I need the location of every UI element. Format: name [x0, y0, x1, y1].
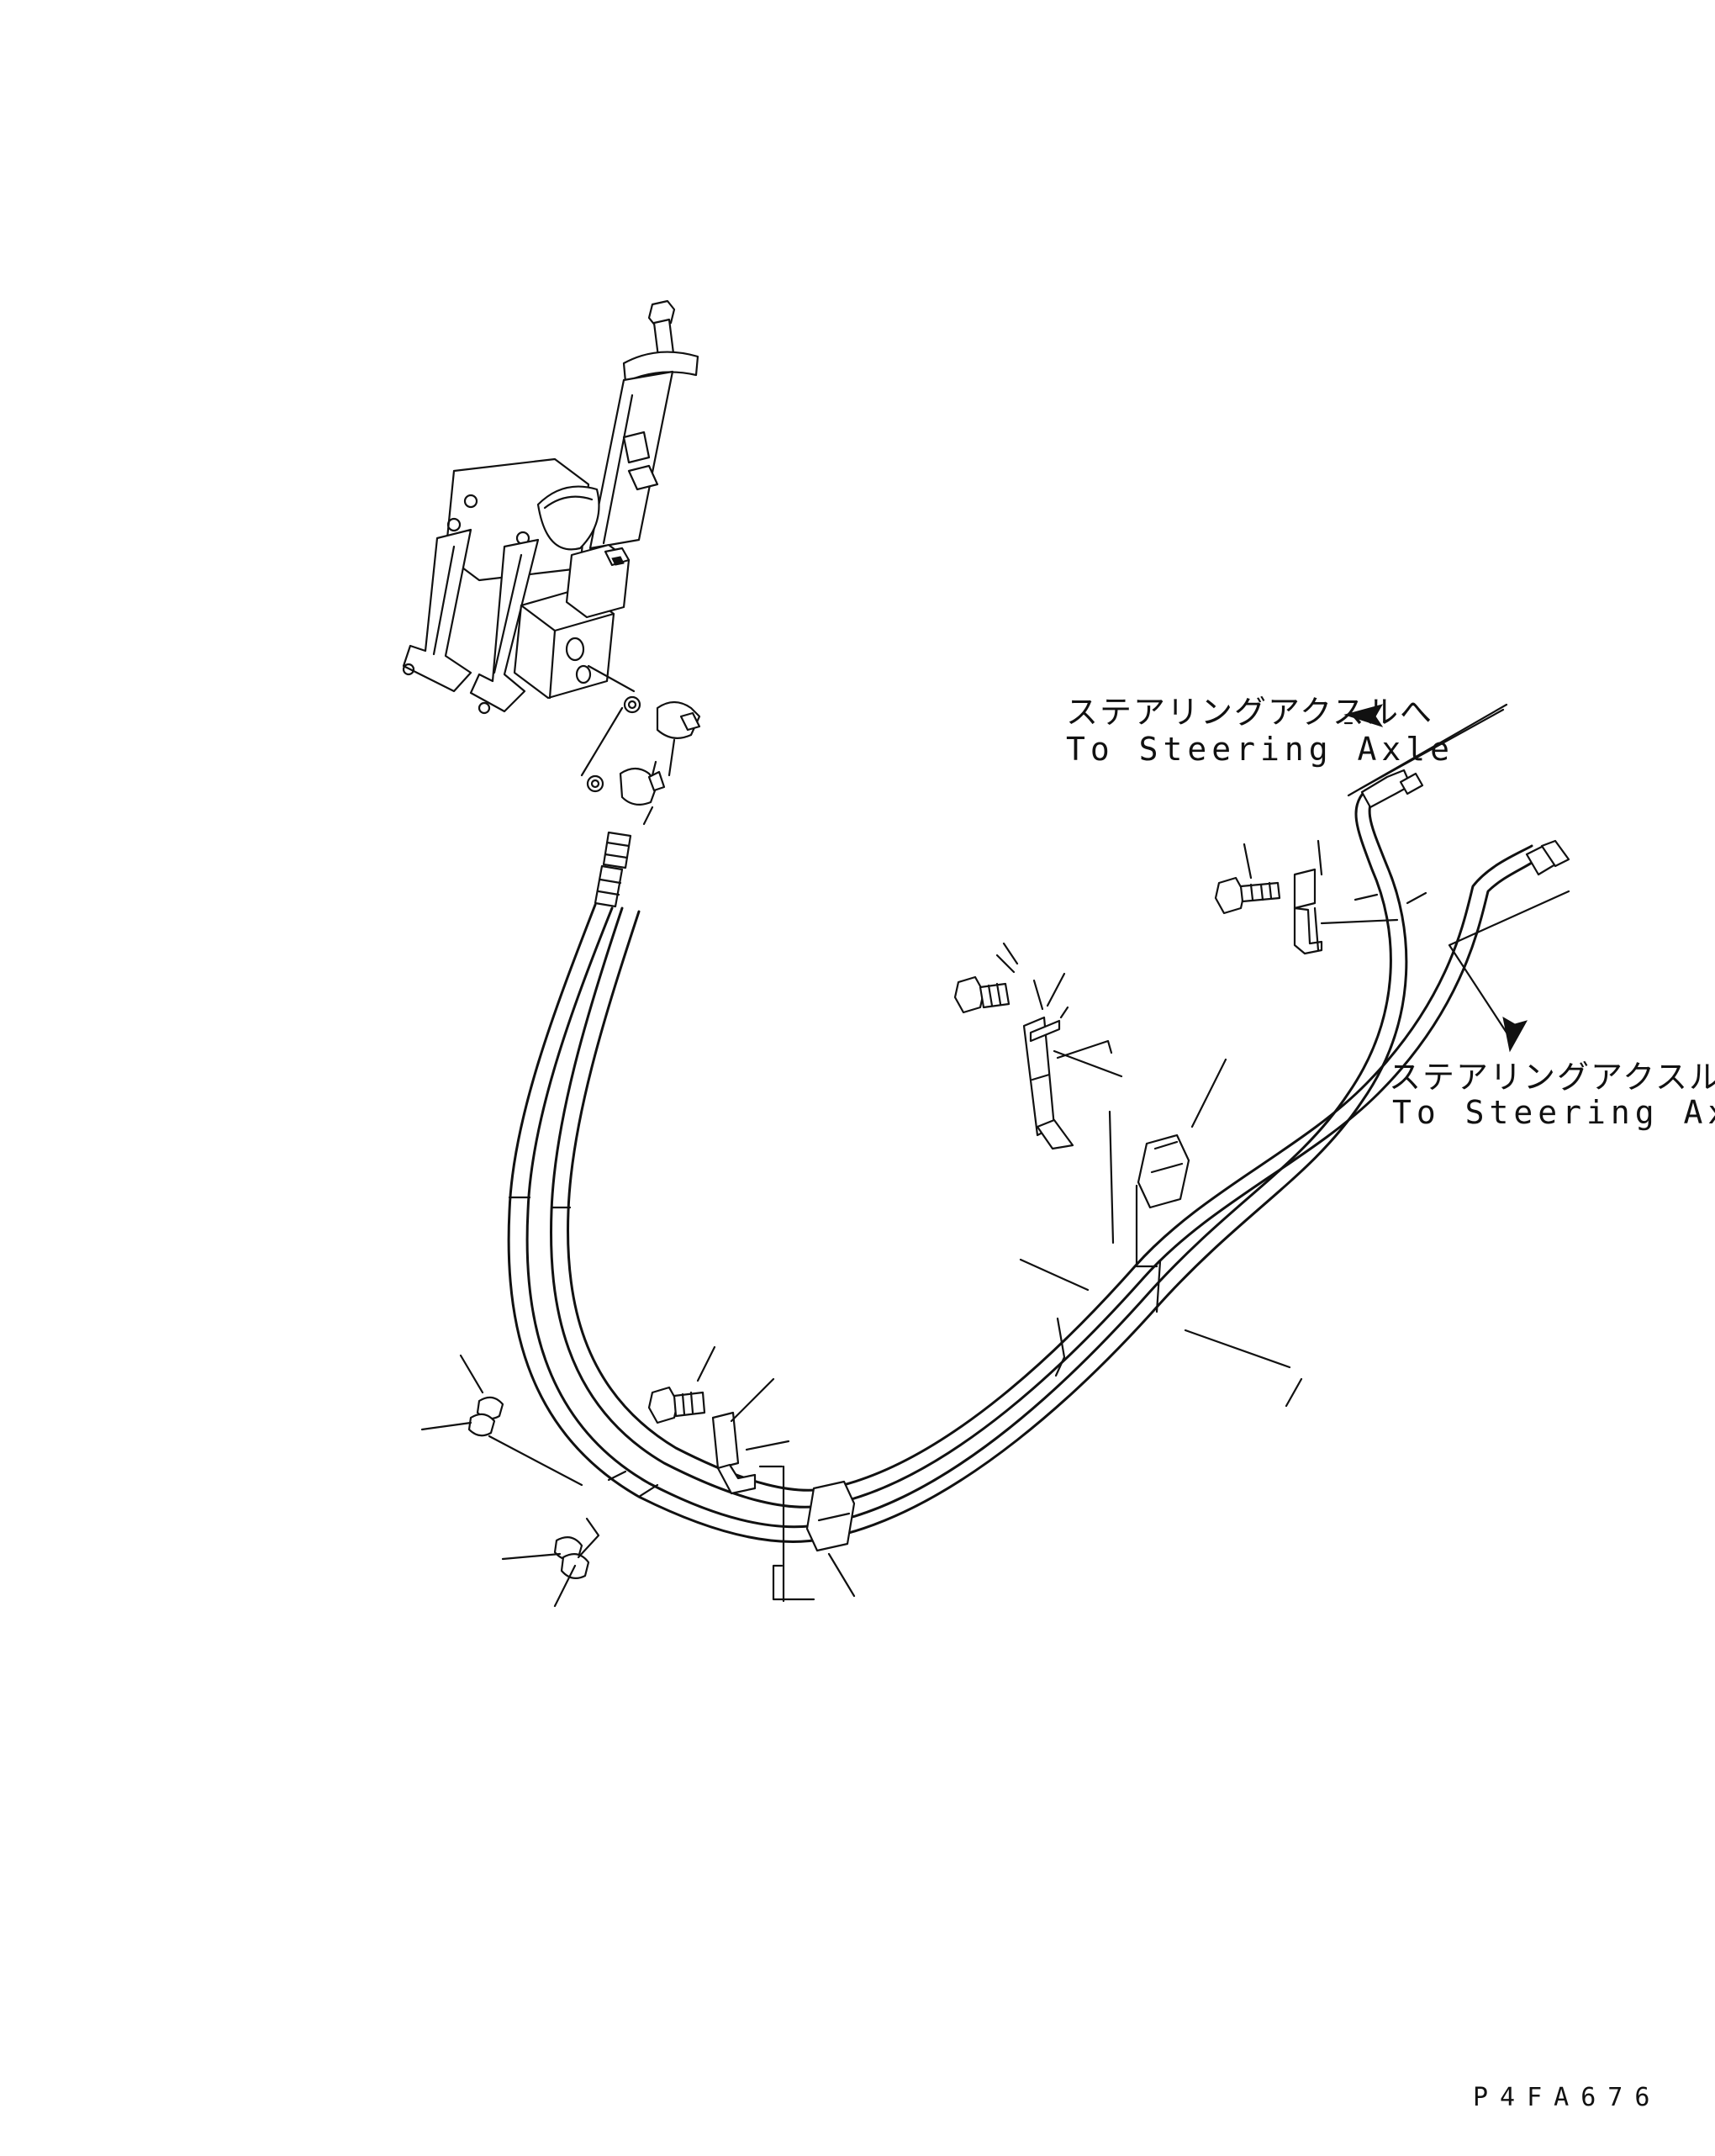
left-hose-fitting — [594, 831, 632, 908]
bolt-bracket-middle — [953, 942, 1123, 1150]
bolt-bracket-upper-right — [1214, 839, 1399, 955]
elbow-fittings — [580, 664, 701, 826]
hose-clamps — [805, 1133, 1190, 1552]
leader-lines — [420, 703, 1570, 1608]
label-to-steering-axle-en-right: To Steering Axle — [1392, 1094, 1715, 1131]
label-to-steering-axle-jp-upper: ステアリングアクスルへ — [1066, 694, 1433, 731]
steering-column — [402, 299, 699, 715]
drawing-code: P4FA676 — [1473, 2083, 1662, 2112]
bolt-bracket-lower — [647, 1345, 790, 1495]
label-to-steering-axle-jp-right: ステアリングアクスルへ — [1389, 1059, 1715, 1096]
label-to-steering-axle-en-upper: To Steering Axle — [1066, 731, 1455, 768]
hose-lines — [507, 769, 1570, 1543]
small-clips — [467, 1396, 590, 1580]
arrows — [1343, 704, 1528, 1053]
